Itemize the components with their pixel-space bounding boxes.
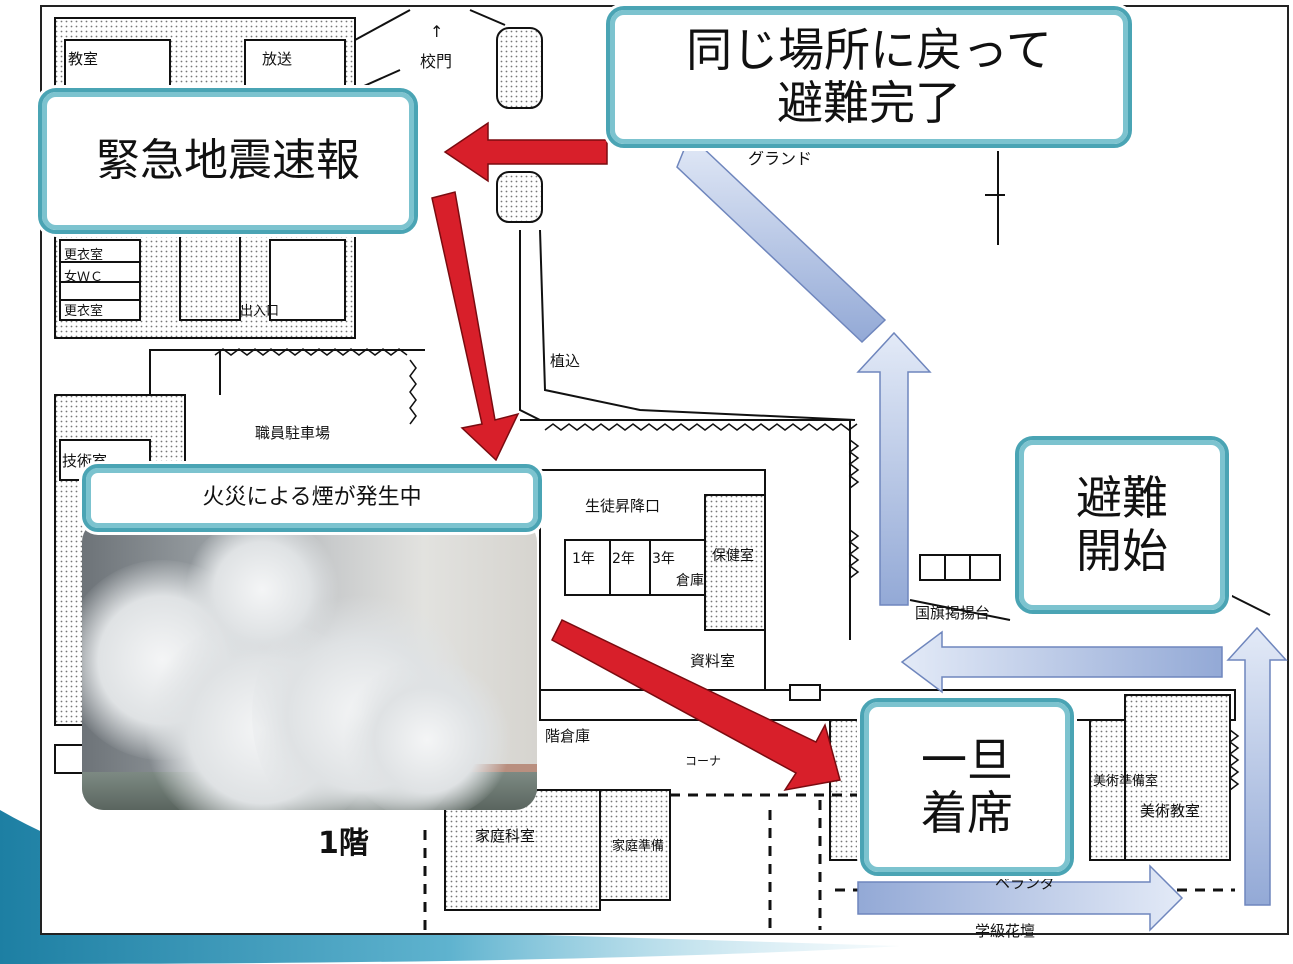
label-corner: コーナ: [685, 754, 722, 768]
label-materials-room: 資料室: [690, 652, 736, 670]
label-flag-stand: 国旗掲揚台: [915, 604, 991, 622]
label-floor: 1階: [318, 826, 369, 861]
callout-return-complete: 同じ場所に戻って 避難完了: [606, 6, 1132, 148]
callout-evacuation-start: 避難 開始: [1015, 436, 1229, 614]
label-planting: 植込: [550, 352, 581, 370]
smoke-cloud-4: [182, 520, 342, 660]
label-health-room: 保健室: [712, 548, 754, 564]
callout-fire-smoke-text: 火災による煙が発生中: [202, 485, 422, 511]
callout-return-complete-text: 同じ場所に戻って 避難完了: [686, 23, 1052, 130]
gate-posts: [496, 27, 543, 223]
label-art-prep: 美術準備室: [1093, 774, 1159, 789]
label-home-ec-room: 家庭科室: [475, 827, 536, 845]
callout-earthquake-alert: 緊急地震速報: [38, 88, 418, 234]
red-arrow-alert: [443, 121, 608, 183]
label-broadcast: 放送: [262, 50, 293, 68]
label-staff-parking: 職員駐車場: [255, 424, 331, 442]
label-classroom: 教室: [68, 50, 99, 68]
hedges: [214, 348, 1240, 791]
label-storage: 階倉庫: [545, 727, 591, 745]
label-grade2: 2年: [612, 551, 635, 567]
smoke-photo: [82, 520, 537, 810]
label-changing-room: 更衣室: [64, 248, 104, 263]
blue-arrow-west: [900, 630, 1223, 694]
callout-earthquake-alert-text: 緊急地震速報: [96, 134, 360, 186]
smoke-cloud-5: [342, 660, 512, 810]
label-veranda: ベランダ: [995, 874, 1056, 892]
red-arrow-seat: [551, 619, 841, 792]
label-home-ec-prep: 家庭準備: [612, 839, 665, 854]
building-south: [444, 469, 1236, 911]
label-changing-room-2: 更衣室: [64, 304, 104, 319]
blue-arrow-veranda: [857, 864, 1184, 932]
gate-arrow: ↑: [430, 22, 444, 41]
label-grade1: 1年: [572, 551, 595, 567]
label-womens-wc: 女ＷＣ: [64, 270, 104, 285]
red-arrow-smoke: [431, 191, 520, 462]
label-student-entrance: 生徒昇降口: [585, 497, 661, 515]
label-warehouse: 倉庫: [676, 573, 704, 589]
label-entrance: 出入口: [240, 304, 280, 319]
red-arrows: [431, 121, 841, 792]
blue-arrows: [676, 133, 1288, 932]
blue-arrow-start-up: [856, 331, 932, 606]
blue-arrow-east-up: [1226, 626, 1288, 906]
label-gate: 校門: [420, 52, 453, 71]
label-flower-bed: 学級花壇: [975, 922, 1036, 940]
label-ground: グランド: [748, 149, 813, 168]
callout-fire-smoke: 火災による煙が発生中: [82, 464, 542, 532]
callout-take-seat: 一旦 着席: [860, 698, 1074, 876]
label-grade3: 3年: [652, 551, 675, 567]
callout-evacuation-start-text: 避難 開始: [1076, 471, 1168, 578]
callout-take-seat-text: 一旦 着席: [921, 733, 1013, 840]
label-art-room: 美術教室: [1140, 802, 1201, 820]
